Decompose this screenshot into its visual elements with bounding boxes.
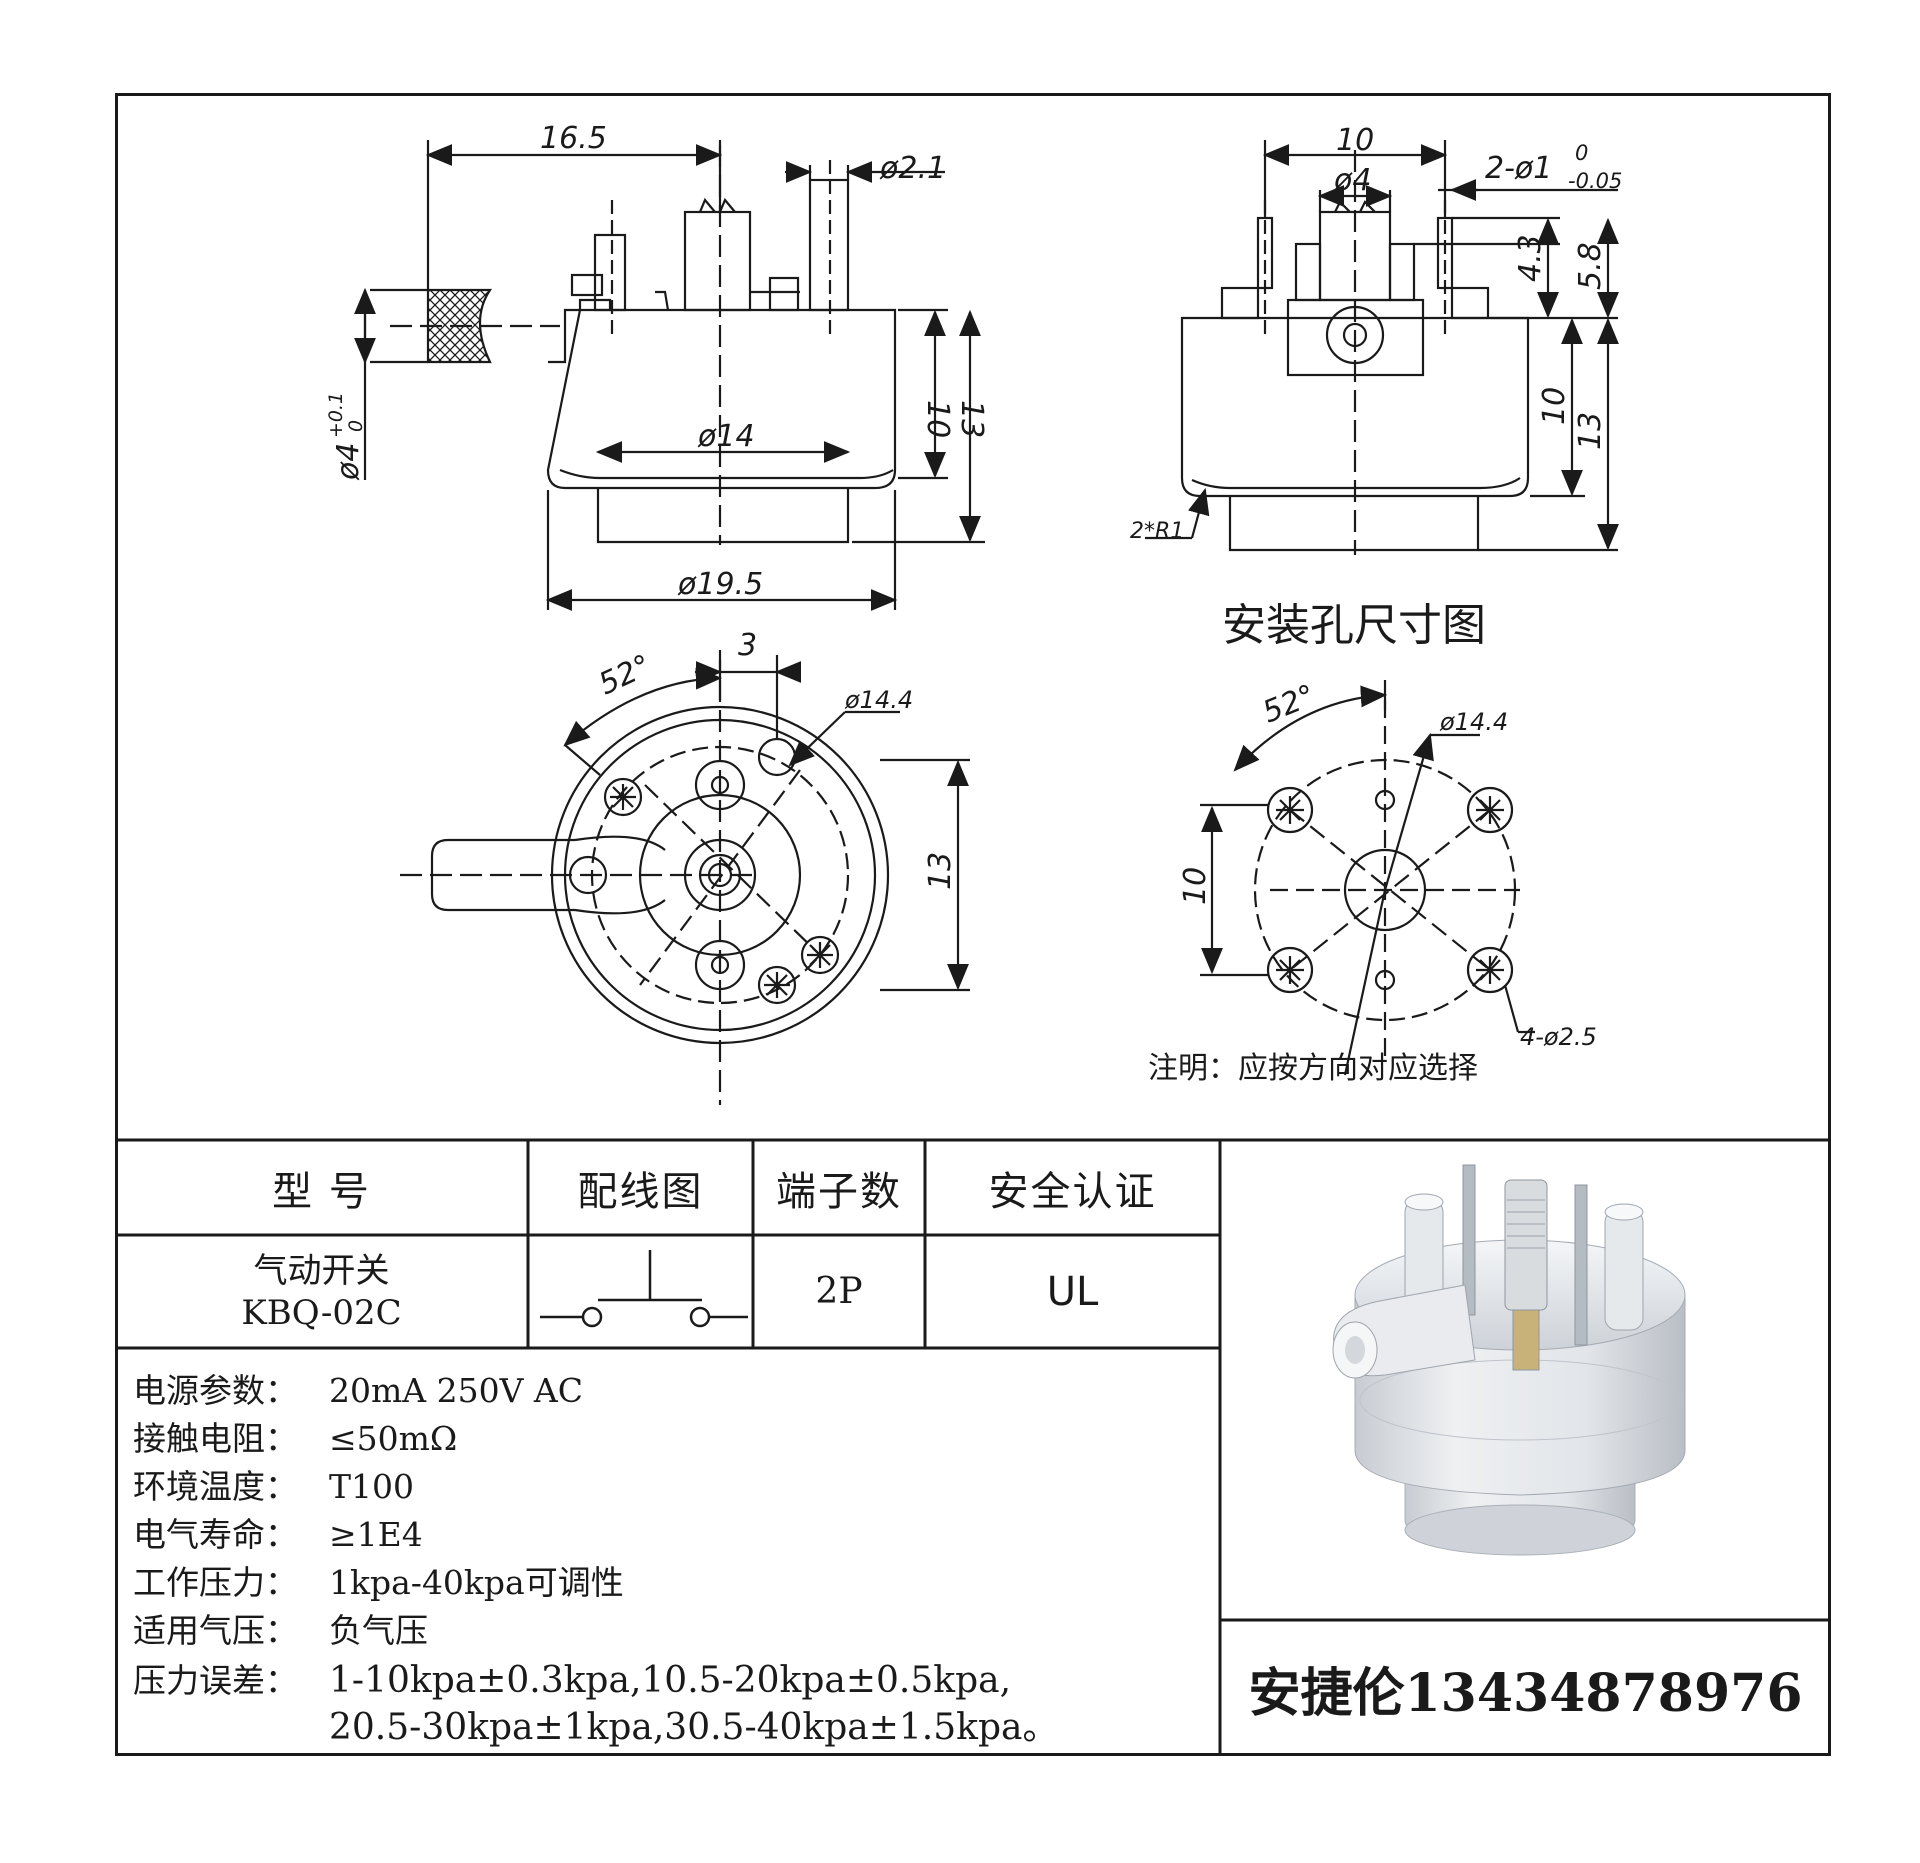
- front-dim-h2: 13: [1573, 412, 1608, 450]
- front-dim-pins: 2-ø1: [1485, 151, 1552, 186]
- front-dim-center: ø4: [1333, 163, 1371, 198]
- side-dim-tube-tol-upper: +0.1: [325, 392, 347, 438]
- mount-dim-h: 10: [1178, 867, 1213, 905]
- front-dim-h1: 10: [1537, 387, 1572, 425]
- header-wiring: 配线图: [577, 1168, 704, 1215]
- side-dim-inner: ø14: [697, 419, 755, 454]
- terminals-value: 2P: [815, 1271, 863, 1312]
- side-dim-h2: 13: [954, 400, 989, 438]
- bottom-dim-offset: 3: [738, 628, 757, 663]
- side-dim-tube-tol-lower: 0: [345, 420, 367, 432]
- front-dim-a: 4.3: [1513, 234, 1548, 282]
- front-dim-top: 10: [1336, 123, 1374, 158]
- model-cell: 气动开关 KBQ-02C: [115, 1235, 528, 1348]
- header-terminals: 端子数: [776, 1168, 902, 1215]
- spec-applicable-pressure: 适用气压：负气压: [133, 1611, 428, 1650]
- bottom-dim-h: 13: [923, 852, 958, 890]
- mount-title: 安装孔尺寸图: [1222, 600, 1486, 651]
- front-dim-b: 5.8: [1573, 242, 1608, 290]
- bottom-view: [400, 650, 970, 1105]
- side-dim-pin: ø2.1: [879, 151, 946, 186]
- mount-view: [1200, 680, 1535, 1076]
- side-dim-outer: ø19.5: [677, 567, 763, 602]
- front-dim-radius: 2*R1: [1130, 519, 1184, 544]
- engineering-drawing: 16.5 ø2.1 ø4 +0.1 0 ø14 ø19.5 10 13: [325, 121, 1622, 1105]
- spec-electrical-life: 电气寿命：≥1E4: [133, 1515, 423, 1554]
- front-view: [1145, 140, 1619, 555]
- header-certification: 安全认证: [988, 1168, 1157, 1215]
- side-dim-tube: ø4: [331, 443, 366, 481]
- model-name: 气动开关: [253, 1250, 390, 1291]
- contact-phone: 安捷伦13434878976: [1248, 1662, 1803, 1724]
- spec-pressure-error-cont: 20.5-30kpa±1kpa,30.5-40kpa±1.5kpa。: [329, 1707, 1059, 1748]
- drawing-frame: [115, 93, 1831, 1756]
- side-view: [354, 140, 985, 611]
- mount-dim-holes: 4-ø2.5: [1520, 1023, 1597, 1051]
- wiring-diagram: [540, 1250, 748, 1328]
- spec-power: 电源参数：20mA 250V AC: [133, 1371, 583, 1410]
- mount-note: 注明：应按方向对应选择: [1148, 1051, 1478, 1086]
- spec-working-pressure: 工作压力：1kpa-40kpa可调性: [133, 1563, 624, 1602]
- spec-contact-resistance: 接触电阻：≤50mΩ: [133, 1419, 458, 1458]
- front-dim-pins-tol-upper: 0: [1575, 141, 1588, 165]
- model-code: KBQ-02C: [241, 1292, 402, 1333]
- mount-dim-circle: ø14.4: [1439, 708, 1508, 736]
- side-dim-h1: 10: [920, 400, 955, 438]
- product-photo: [1332, 1164, 1686, 1556]
- header-model: 型 号: [272, 1168, 371, 1215]
- certification-value: UL: [1046, 1268, 1099, 1315]
- spec-pressure-error: 压力误差：1-10kpa±0.3kpa,10.5-20kpa±0.5kpa,: [133, 1660, 1012, 1701]
- spec-ambient-temp: 环境温度：T100: [133, 1467, 414, 1506]
- bottom-dim-circle: ø14.4: [844, 686, 913, 714]
- front-dim-pins-tol-lower: -0.05: [1568, 169, 1622, 193]
- side-dim-top: 16.5: [540, 121, 607, 156]
